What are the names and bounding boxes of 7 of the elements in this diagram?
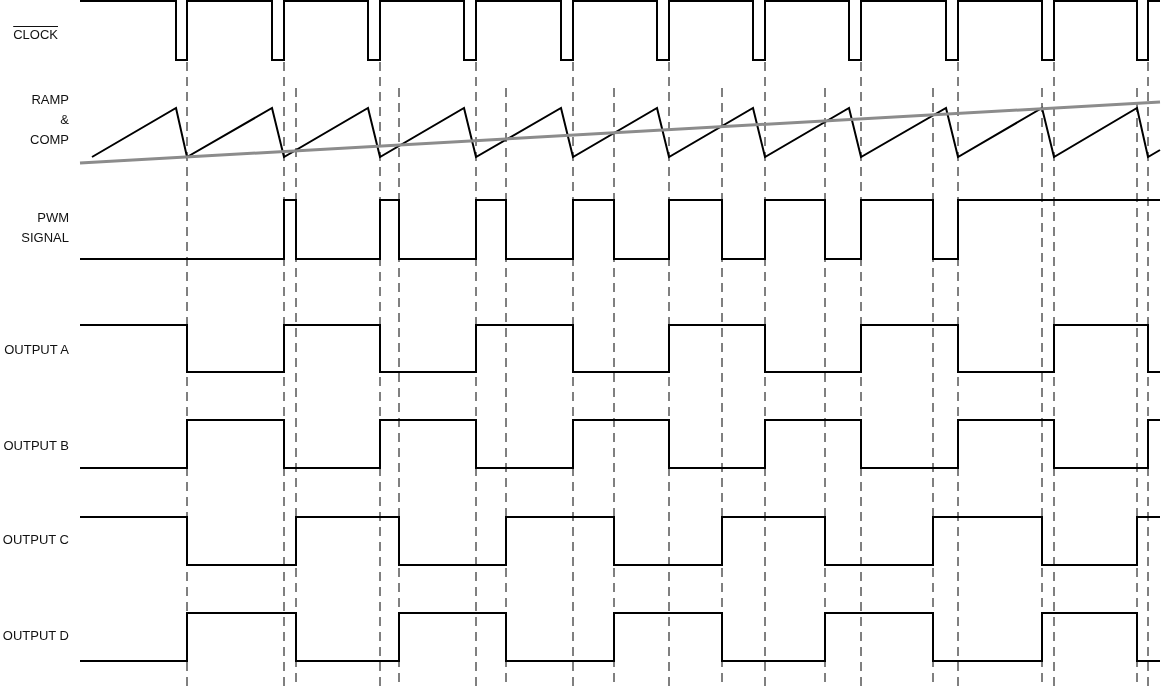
signal-label: PWM SIGNAL	[20, 209, 69, 247]
signal-label: OUTPUT C	[1, 531, 69, 549]
signal-label: OUTPUT D	[1, 627, 69, 645]
signal-label: RAMP & COMP	[29, 91, 69, 149]
signal-label: OUTPUT A	[3, 341, 69, 359]
signal-label: OUTPUT B	[2, 437, 69, 455]
signal-label: CLOCK	[12, 26, 58, 44]
